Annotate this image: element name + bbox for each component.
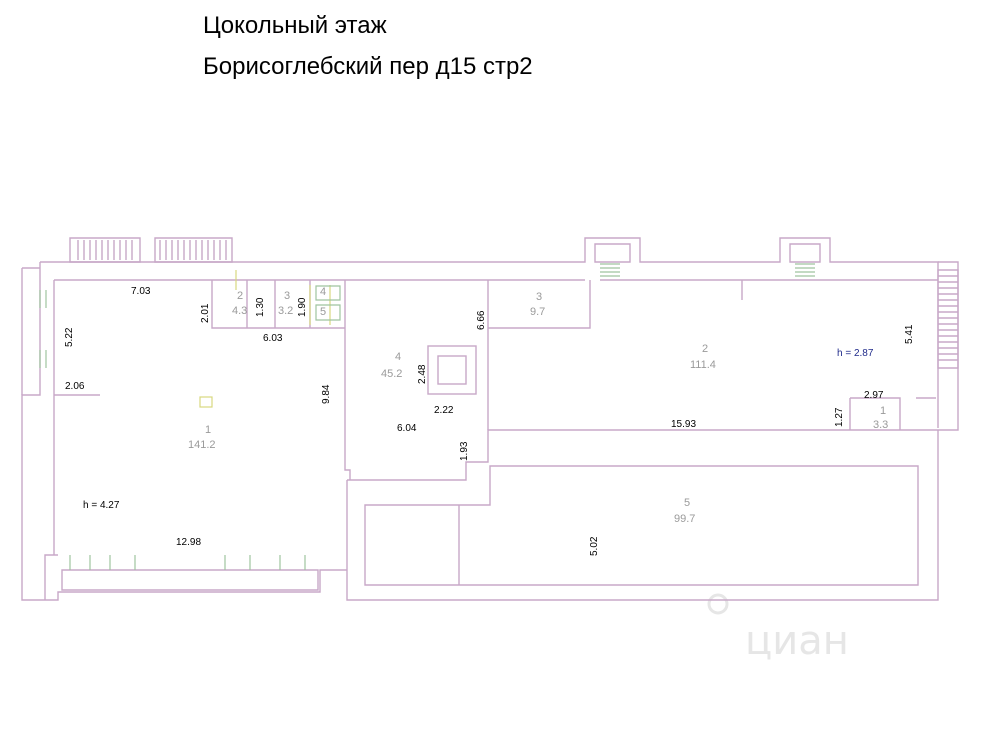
room-number: 4 [320,286,326,298]
dimension: 7.03 [131,286,151,297]
room-number: 4 [395,351,401,363]
dimension: 12.98 [176,537,201,548]
room-area: 3.3 [873,419,888,431]
room-number: 5 [320,306,326,318]
room-number: 2 [702,343,708,355]
ceiling-height-label: h = 2.87 [837,348,874,359]
dimension: 1.90 [297,297,308,317]
dimension: 6.04 [397,423,417,434]
room-area: 4.3 [232,305,247,317]
dimension: 2.06 [65,381,85,392]
room-number: 5 [684,497,690,509]
dimension: 1.93 [459,441,470,461]
plan-address: Борисоглебский пер д15 стр2 [203,53,533,80]
plan-title: Цокольный этаж [203,12,387,39]
dimension: 5.02 [589,536,600,556]
dimension: 9.84 [321,384,332,404]
room-area: 141.2 [188,439,216,451]
dimension: 6.66 [476,310,487,330]
watermark-text: циан [745,618,849,664]
top-stairs [69,237,821,277]
dimension: 1.27 [834,407,845,427]
windows [39,290,306,570]
room-area: 99.7 [674,513,695,525]
dimension: 2.97 [864,390,884,401]
dimension: 2.48 [417,364,428,384]
room-labels: 1 141.2 2 4.3 3 3.2 4 5 4 45.2 3 9.7 2 1… [188,286,888,525]
room-area: 3.2 [278,305,293,317]
room-number: 3 [536,291,542,303]
dimension: 15.93 [671,419,696,430]
room-number: 2 [237,290,243,302]
right-stairs [937,269,959,369]
outer-walls [21,237,959,601]
dimension: 1.30 [255,297,266,317]
room-number: 1 [205,424,211,436]
watermark-logo-icon [707,593,729,615]
dimension-labels: 7.03 2.01 1.30 1.90 6.03 5.22 2.06 9.84 … [64,286,915,556]
dimension: 2.01 [200,303,211,323]
interior-walls [54,270,936,480]
ceiling-height-label: h = 4.27 [83,500,120,511]
cian-watermark: циан [707,593,849,664]
room-area: 9.7 [530,306,545,318]
room-area: 45.2 [381,368,402,380]
room-area: 111.4 [690,359,716,371]
room-number: 1 [880,405,886,417]
dimension: 5.41 [904,324,915,344]
dimension: 2.22 [434,405,454,416]
dimension: 6.03 [263,333,283,344]
room-number: 3 [284,290,290,302]
dimension: 5.22 [64,327,75,347]
